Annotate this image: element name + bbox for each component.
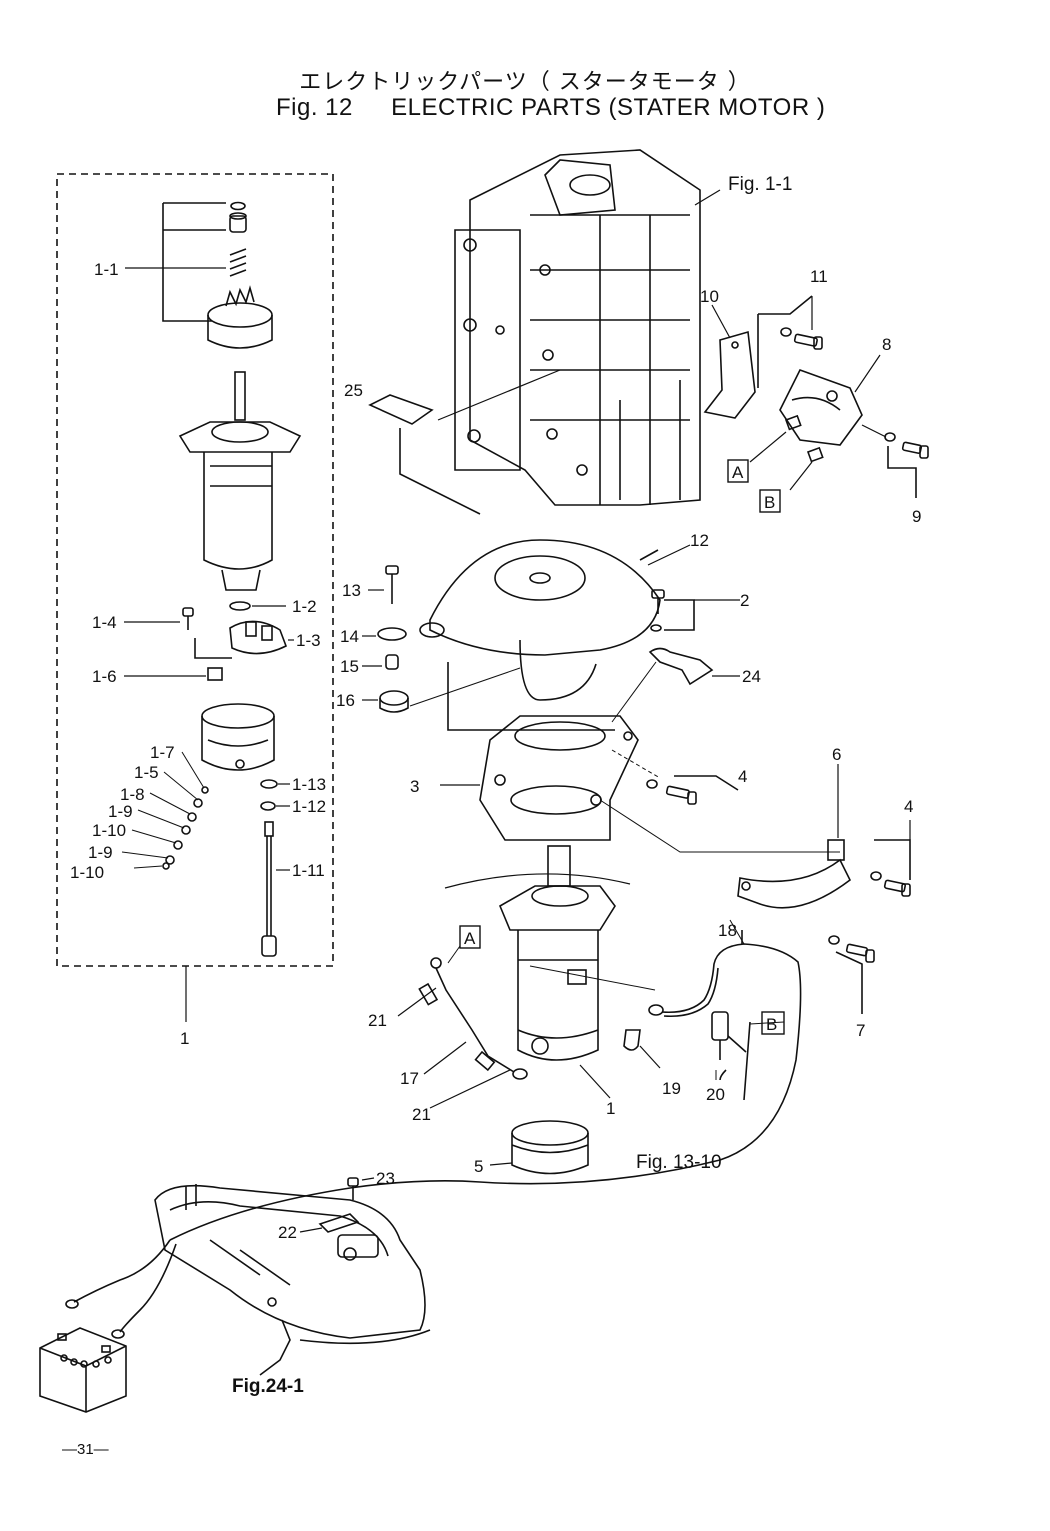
callout-20: 20 bbox=[706, 1085, 725, 1104]
figure-heading: Fig. 12 ELECTRIC PARTS (STATER MOTOR ) bbox=[276, 94, 825, 122]
grommet-bolt-set bbox=[362, 565, 521, 713]
title-japanese: エレクトリックパーツ（ スタータモータ ） bbox=[299, 70, 751, 95]
callout-8: 8 bbox=[882, 335, 891, 354]
callout-22: 22 bbox=[278, 1223, 297, 1242]
callout-1-motor: 1 bbox=[606, 1099, 615, 1118]
connector-b-lower: B bbox=[766, 1015, 777, 1034]
battery-icon bbox=[39, 1327, 127, 1413]
battery-leads bbox=[65, 1239, 177, 1339]
callout-23: 23 bbox=[376, 1169, 395, 1188]
callout-21-lower: 21 bbox=[412, 1105, 431, 1124]
bolt-2-and-plate-24 bbox=[611, 589, 740, 723]
brush-holder bbox=[229, 620, 294, 655]
callout-17: 17 bbox=[400, 1069, 419, 1088]
callout-1-9b: 1-9 bbox=[88, 843, 113, 862]
bolt-9 bbox=[861, 424, 929, 498]
callout-1-9a: 1-9 bbox=[108, 802, 133, 821]
starter-relay bbox=[749, 354, 881, 491]
bolt-4-upper bbox=[646, 775, 739, 805]
callout-14: 14 bbox=[340, 627, 359, 646]
bolt-11 bbox=[757, 295, 823, 388]
callout-1-13: 1-13 bbox=[292, 775, 326, 794]
callout-16: 16 bbox=[336, 691, 355, 710]
callout-1-10a: 1-10 bbox=[92, 821, 126, 840]
callout-19: 19 bbox=[662, 1079, 681, 1098]
callout-1-left: 1 bbox=[180, 1029, 189, 1048]
starter-band bbox=[737, 764, 852, 909]
connector-a-box-lower bbox=[459, 925, 481, 949]
callout-10: 10 bbox=[700, 287, 719, 306]
reference-fig-1-1: Fig. 1-1 bbox=[728, 174, 792, 195]
callout-labels: 1-1 1-2 1-3 1-4 1-6 1-7 1-5 1-8 1-9 1-10… bbox=[70, 174, 921, 1397]
end-cover bbox=[201, 703, 275, 771]
connector-a-upper: A bbox=[732, 463, 744, 482]
terminal-1-6 bbox=[124, 667, 223, 681]
flywheel-cover bbox=[419, 539, 691, 731]
terminal-20 bbox=[711, 1011, 751, 1101]
powerhead-block bbox=[454, 149, 721, 506]
callout-25: 25 bbox=[344, 381, 363, 400]
decal-25 bbox=[368, 369, 561, 515]
cap-19 bbox=[623, 1029, 661, 1069]
connector-a-box-upper bbox=[727, 459, 749, 483]
callout-5: 5 bbox=[474, 1157, 483, 1176]
callout-11: 11 bbox=[810, 267, 828, 286]
callout-1-7: 1-7 bbox=[150, 743, 175, 762]
callout-9: 9 bbox=[912, 507, 921, 526]
reference-fig-13-10: Fig. 13-10 bbox=[636, 1152, 722, 1173]
callout-1-12: 1-12 bbox=[292, 797, 326, 816]
starter-bracket bbox=[440, 715, 840, 853]
bolt-4-right bbox=[870, 820, 911, 897]
page-number: —31— bbox=[62, 1441, 109, 1458]
callout-18: 18 bbox=[718, 921, 737, 940]
connector-a-lower: A bbox=[464, 929, 476, 948]
callout-1-11: 1-11 bbox=[292, 861, 325, 880]
callout-1-5: 1-5 bbox=[134, 763, 159, 782]
callout-7: 7 bbox=[856, 1021, 865, 1040]
figure-number: Fig. 12 bbox=[276, 94, 353, 121]
callout-24: 24 bbox=[742, 667, 761, 686]
rubber-ring bbox=[489, 1120, 589, 1175]
lead-wire-17 bbox=[397, 945, 528, 1109]
callout-1-4: 1-4 bbox=[92, 613, 117, 632]
callout-1-3: 1-3 bbox=[296, 631, 321, 650]
callout-6: 6 bbox=[832, 745, 841, 764]
connector-b-box-upper bbox=[759, 489, 781, 513]
callout-1-10b: 1-10 bbox=[70, 863, 104, 882]
callout-4-right: 4 bbox=[904, 797, 913, 816]
callout-4-upper: 4 bbox=[738, 767, 747, 786]
bolt-7 bbox=[828, 935, 875, 1014]
bracket-10 bbox=[703, 304, 756, 419]
callout-12: 12 bbox=[690, 531, 709, 550]
callout-3: 3 bbox=[410, 777, 419, 796]
callout-1-8: 1-8 bbox=[120, 785, 145, 804]
through-bolt bbox=[260, 779, 290, 957]
callout-1-6: 1-6 bbox=[92, 667, 117, 686]
screw-1-4 bbox=[124, 607, 232, 659]
starter-motor bbox=[444, 845, 656, 1099]
callout-2: 2 bbox=[740, 591, 749, 610]
starter-housing bbox=[178, 371, 302, 611]
callout-1-1: 1-1 bbox=[94, 260, 119, 279]
battery-cable-18 bbox=[169, 919, 802, 1241]
figure-title: ELECTRIC PARTS (STATER MOTOR ) bbox=[391, 94, 826, 121]
reference-fig-24-1: Fig.24-1 bbox=[232, 1376, 304, 1397]
engine-tray bbox=[154, 1177, 431, 1376]
pinion-assembly bbox=[125, 201, 273, 349]
small-hardware-stack bbox=[121, 751, 209, 870]
connector-b-upper: B bbox=[764, 493, 775, 512]
callout-1-2: 1-2 bbox=[292, 597, 317, 616]
callout-13: 13 bbox=[342, 581, 361, 600]
starter-motor-subassembly-box bbox=[56, 173, 334, 967]
callout-21-upper: 21 bbox=[368, 1011, 387, 1030]
callout-15: 15 bbox=[340, 657, 359, 676]
